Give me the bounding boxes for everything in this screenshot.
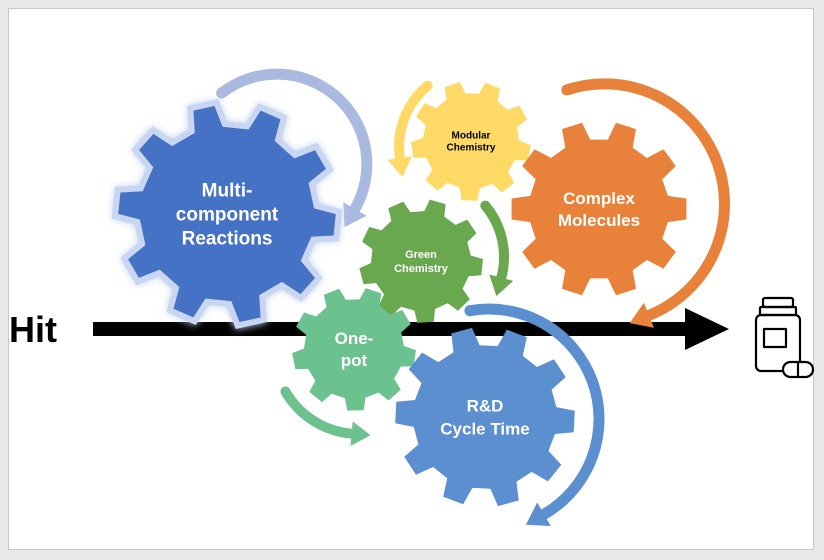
gear-shape	[395, 327, 575, 507]
gear-shape	[359, 199, 483, 323]
gear-label-line: R&D	[467, 396, 504, 415]
gear-label-line: Chemistry	[447, 143, 496, 154]
hit-label: Hit	[9, 309, 57, 350]
gear-shape	[292, 288, 416, 411]
cycle-arrows	[216, 68, 730, 526]
arrow-orange	[561, 78, 730, 328]
gear-label-line: Chemistry	[394, 263, 449, 275]
gear-label-line: Multi-	[202, 181, 253, 202]
diagram-svg: Hit Multi-componentReactionsModularChemi…	[9, 68, 815, 526]
gear-label-line: Reactions	[182, 229, 273, 250]
gear-label-line: Modular	[452, 131, 491, 142]
arrow-yellow	[387, 80, 433, 177]
gear-label-line: Molecules	[558, 211, 640, 230]
medicine-bottle-icon	[754, 296, 802, 373]
gear-label-line: pot	[341, 351, 368, 370]
gear-label-line: Cycle Time	[440, 419, 529, 438]
arrow-mint	[280, 386, 371, 446]
gears-group: Multi-componentReactionsModularChemistry…	[111, 82, 687, 507]
gear-label-line: One-	[335, 329, 374, 348]
arrow-green	[480, 200, 514, 297]
pill-icon	[781, 360, 815, 379]
gear-shape	[111, 99, 343, 329]
gear-shape	[411, 82, 531, 201]
gear-label-line: Green	[405, 249, 437, 261]
gear-label-line: component	[176, 205, 279, 226]
gear-rd: R&D Cycle Time	[395, 327, 575, 507]
arrow-light-blue	[216, 68, 373, 228]
gear-shape	[511, 122, 687, 296]
arrow-blue	[464, 303, 605, 526]
gear-onepot: One-pot	[292, 288, 416, 411]
gear-label-line: Complex	[563, 189, 635, 208]
